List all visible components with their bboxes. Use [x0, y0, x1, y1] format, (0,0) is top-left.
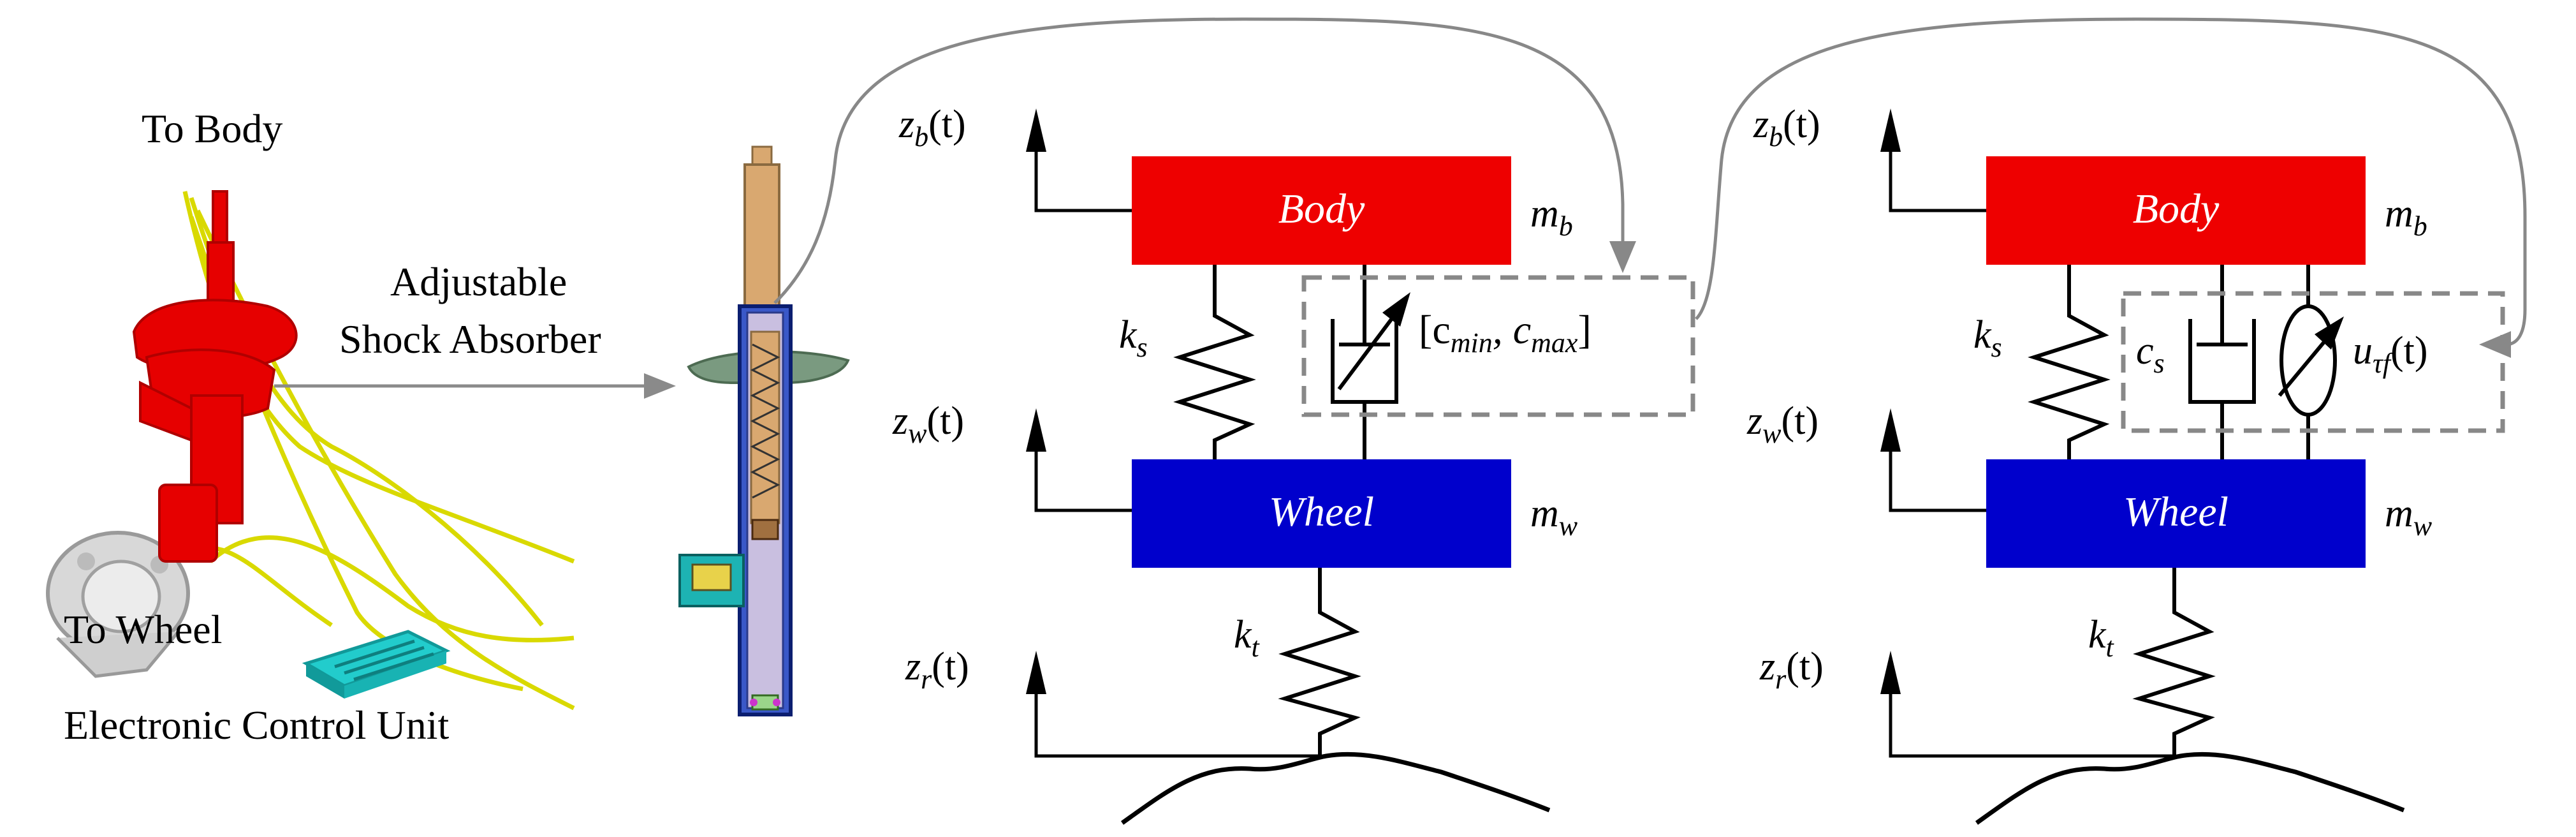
passive-damper — [2188, 265, 2256, 459]
road-profile — [1120, 752, 1551, 825]
damper-range-box — [1301, 275, 1695, 417]
zr-arrow — [1034, 676, 1320, 758]
ks-label: ks — [1119, 313, 1148, 363]
body-block — [1132, 156, 1511, 265]
kt-label: kt — [1234, 613, 1259, 663]
adjustable-label-line2: Shock Absorber — [339, 316, 601, 362]
model-right — [1880, 108, 2505, 825]
kt-label-right: kt — [2088, 613, 2114, 663]
zw-arrow-right — [1889, 434, 1986, 512]
zw-label-right: zw(t) — [1747, 399, 1819, 449]
shock-cutaway — [678, 145, 850, 716]
ecu-module — [302, 630, 451, 699]
variable-damper — [1331, 265, 1398, 459]
wheel-block — [1132, 459, 1511, 568]
actuator-box — [2121, 291, 2505, 433]
cs-label: cs — [2136, 329, 2165, 379]
mb-label: mb — [1530, 192, 1573, 242]
damper-range-label: [cmin, cmax] — [1419, 307, 1592, 359]
body-block-label: Body — [1278, 186, 1365, 232]
zb-arrow-right — [1889, 134, 1986, 212]
zb-label: zb(t) — [899, 103, 966, 152]
model-left — [1026, 108, 1695, 825]
spring-kt-right — [2132, 568, 2216, 756]
body-block-right-label: Body — [2132, 186, 2220, 232]
spring-ks — [1173, 265, 1256, 459]
spring-kt — [1278, 568, 1361, 756]
mb-label-right: mb — [2385, 192, 2427, 242]
road-profile-right — [1975, 752, 2405, 825]
ks-label-right: ks — [1973, 313, 2002, 363]
mw-label-right: mw — [2385, 492, 2433, 542]
zr-arrow-right — [1889, 676, 2174, 758]
curve-arrow-1 — [773, 17, 1636, 304]
zr-label-right: zr(t) — [1760, 645, 1824, 695]
ecu-label: Electronic Control Unit — [64, 702, 450, 748]
u-tf-label: uτf(t) — [2353, 329, 2428, 379]
wheel-block-right-label: Wheel — [2123, 489, 2228, 535]
adjustable-arrow — [274, 373, 676, 399]
wheel-block-label: Wheel — [1269, 489, 1374, 535]
zw-arrow — [1034, 434, 1132, 512]
zb-label-right: zb(t) — [1753, 103, 1820, 152]
body-block-right — [1986, 156, 2366, 265]
zb-arrow — [1034, 134, 1132, 212]
spring-ks-right — [2028, 265, 2111, 459]
zw-label: zw(t) — [893, 399, 965, 449]
actuator — [2278, 265, 2337, 459]
to-wheel-label: To Wheel — [64, 607, 223, 652]
adjustable-label-line1: Adjustable — [390, 259, 567, 304]
mw-label: mw — [1530, 492, 1578, 542]
wheel-block-right — [1986, 459, 2366, 568]
red-strut — [132, 190, 298, 563]
to-body-label: To Body — [142, 106, 283, 151]
strut-illustration — [46, 190, 575, 711]
zr-label: zr(t) — [905, 645, 969, 695]
